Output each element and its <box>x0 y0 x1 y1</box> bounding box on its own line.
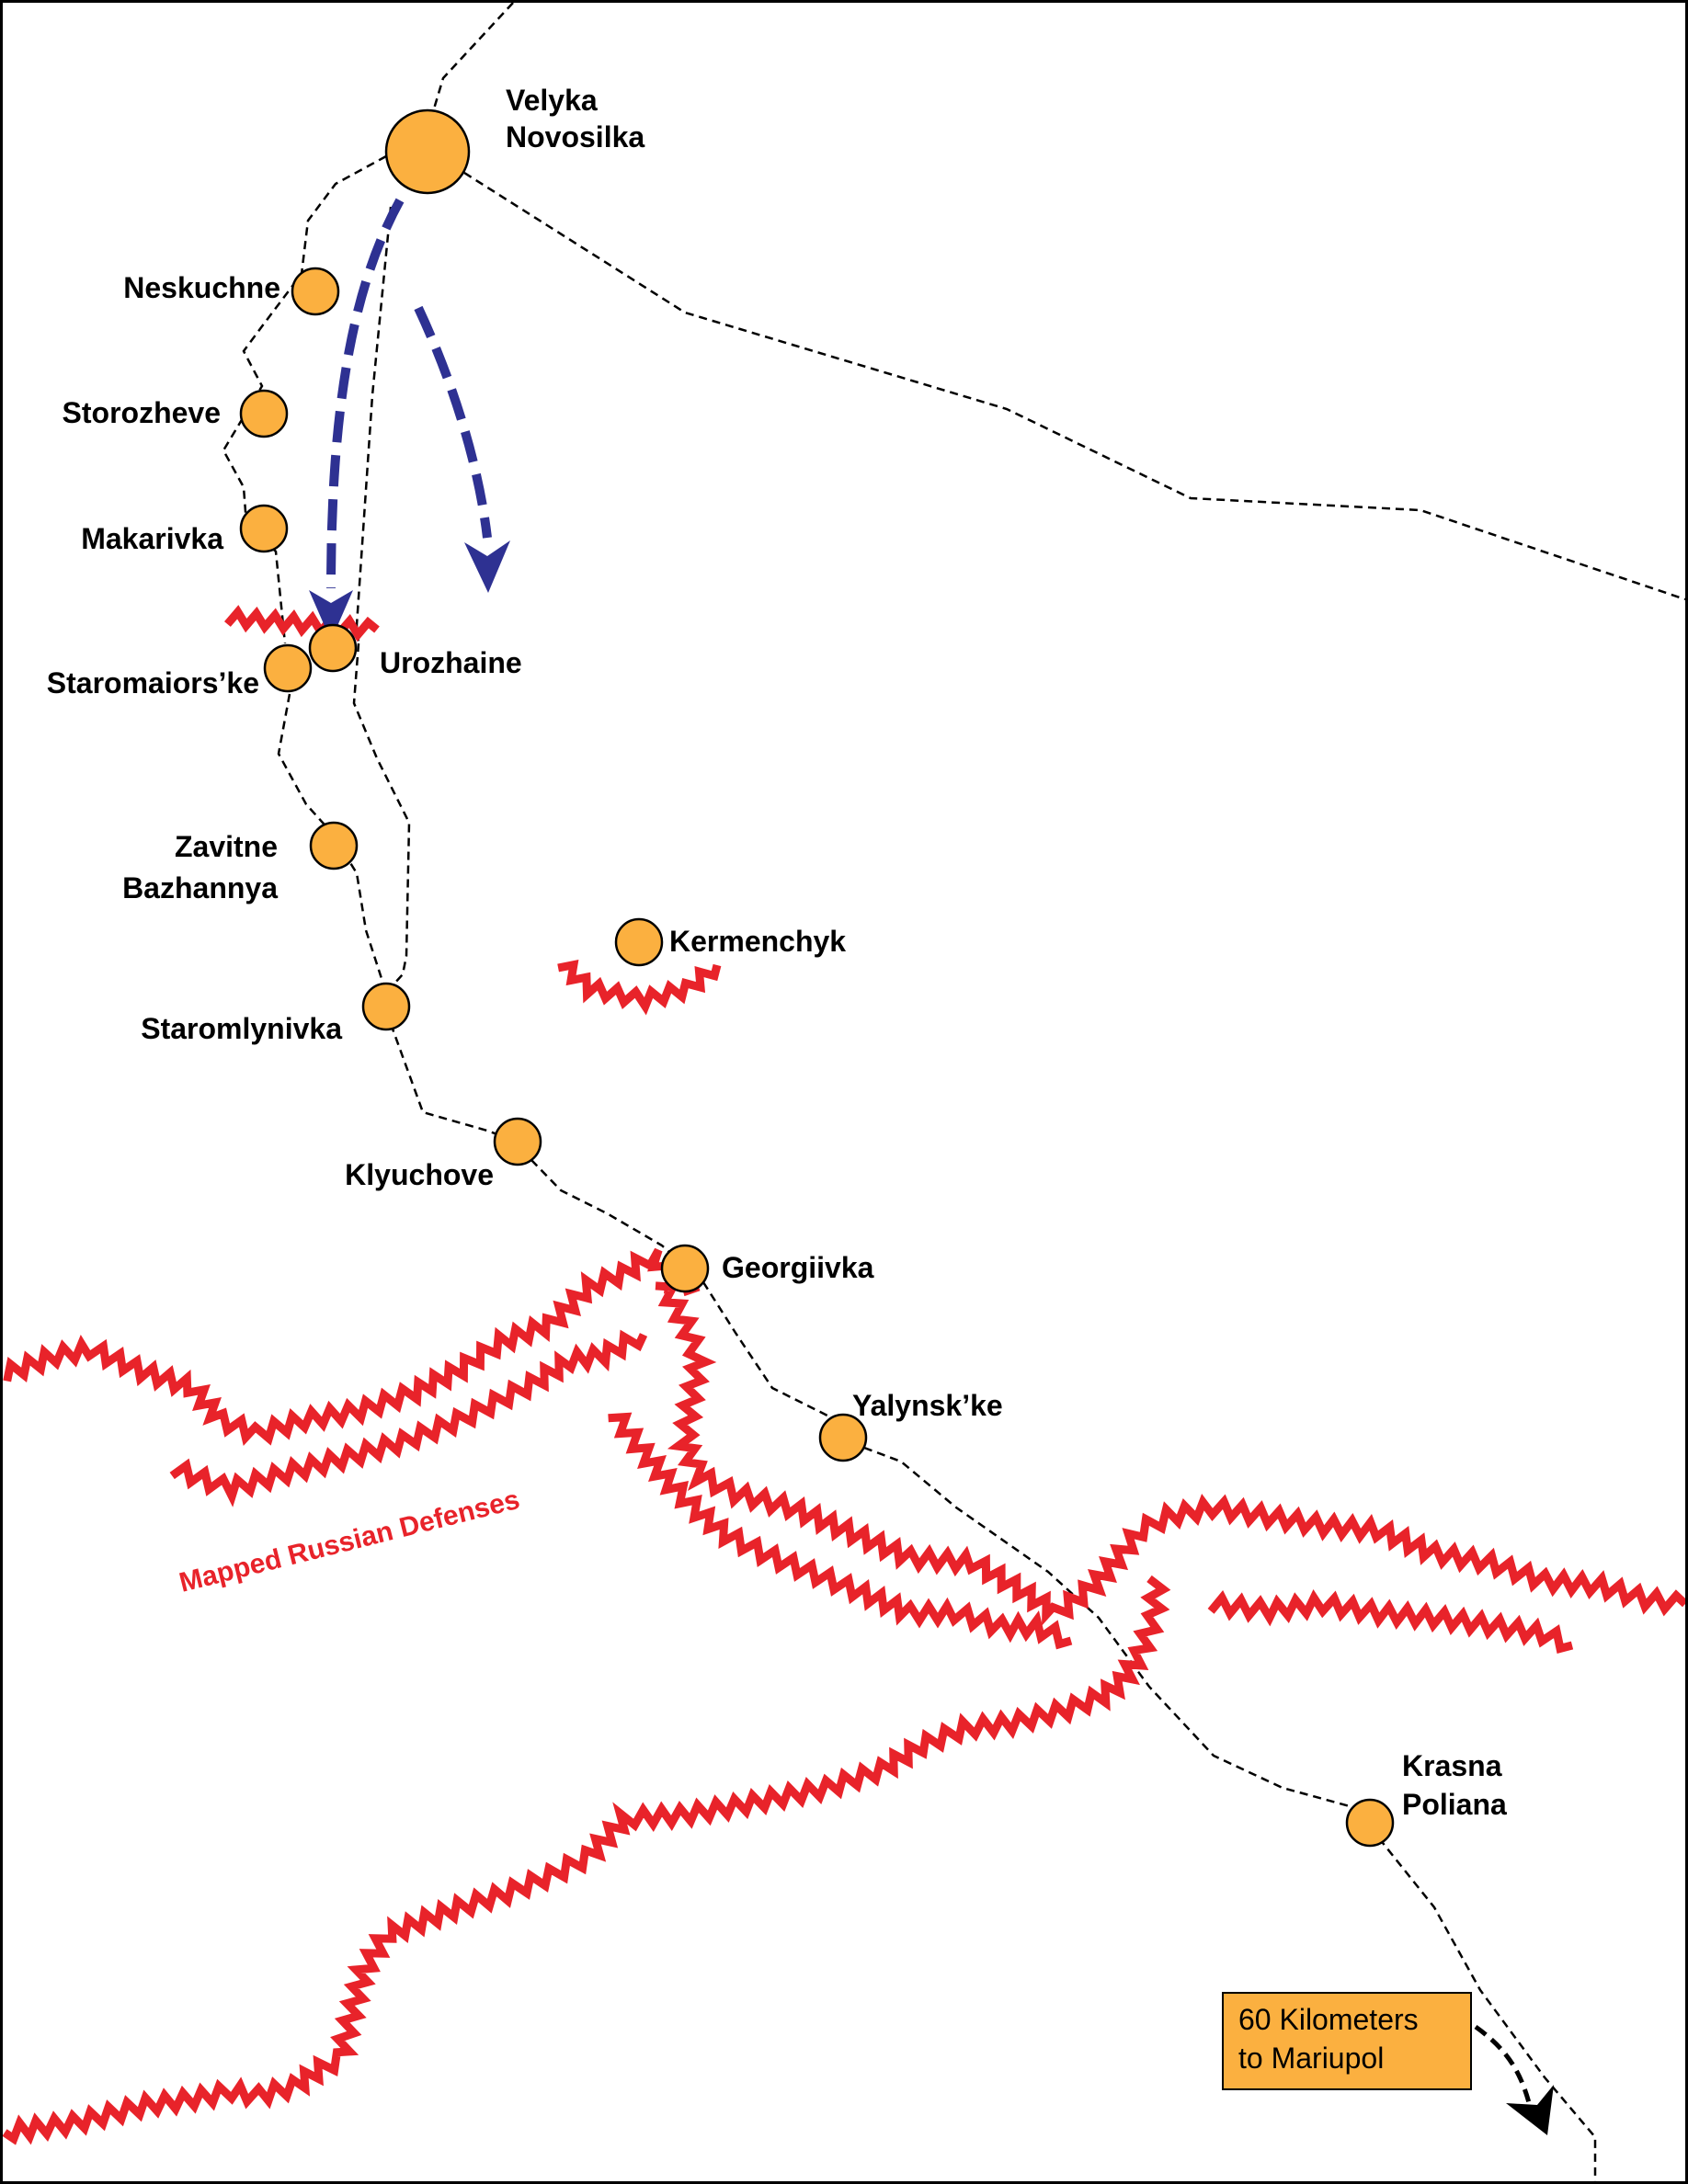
town-label: Staromlynivka <box>141 1012 342 1045</box>
town-marker <box>309 821 359 870</box>
town-label: Kermenchyk <box>669 925 846 958</box>
defense-line-yalynske-inner <box>608 1412 1073 1650</box>
town-label: Poliana <box>1402 1788 1507 1821</box>
town-label: Staromaiors’ke <box>47 666 259 700</box>
town-neskuchne: Neskuchne <box>123 267 340 316</box>
town-marker <box>1345 1798 1395 1848</box>
town-label: Krasna <box>1402 1749 1502 1782</box>
town-label: Zavitne <box>175 830 278 863</box>
town-yalynske: Yalynsk’ke <box>818 1389 1003 1462</box>
town-label: Novosilka <box>506 120 644 154</box>
defense-lines <box>3 605 1685 2145</box>
town-label: Velyka <box>506 84 598 117</box>
distance-note-arrow <box>1474 2024 1534 2110</box>
town-label: Yalynsk’ke <box>852 1389 1003 1422</box>
town-label: Klyuchove <box>345 1158 494 1191</box>
road-georgiivka-yalynske <box>701 1281 847 1427</box>
defense-line-kermenchyk <box>557 960 722 1016</box>
town-label: Storozheve <box>63 396 221 429</box>
town-label: Makarivka <box>81 522 223 555</box>
distance-note-box <box>1222 1992 1472 2090</box>
map-canvas: Mapped Russian Defenses VelykaNovosilkaN… <box>3 3 1685 2181</box>
town-staromlynivka: Staromlynivka <box>141 982 411 1045</box>
defense-line-georgiivka-south <box>655 1281 1685 1626</box>
distance-note: 60 Kilometers to Mariupol <box>1222 1992 1554 2135</box>
town-makarivka: Makarivka <box>81 504 289 555</box>
town-marker <box>818 1413 868 1462</box>
road-urozhaine-south <box>352 643 411 994</box>
road-north-exit <box>430 3 514 116</box>
town-staromaiorske: Staromaiors’ke <box>47 643 313 700</box>
town-label: Urozhaine <box>380 646 522 679</box>
town-storozheve: Storozheve <box>63 389 289 438</box>
distance-note-line-1: 60 Kilometers <box>1238 2003 1419 2036</box>
town-marker <box>239 504 289 553</box>
town-marker <box>239 389 289 438</box>
defense-line-south <box>3 1575 1171 2145</box>
town-marker <box>308 623 358 673</box>
town-marker <box>384 108 471 195</box>
arrow-down-icon <box>309 590 353 641</box>
town-klyuchove: Klyuchove <box>345 1117 542 1191</box>
town-marker <box>263 643 313 693</box>
arrow-down-right-icon <box>1506 2085 1554 2135</box>
defense-line-urozhaine <box>223 605 380 643</box>
town-urozhaine: Urozhaine <box>308 623 522 679</box>
road-velyka-south-branch <box>355 206 393 644</box>
advance-arrow-icon-west <box>326 198 405 589</box>
defenses-label: Mapped Russian Defenses <box>177 1484 523 1598</box>
defense-line-north-west <box>3 1247 701 1446</box>
arrow-down-icon <box>464 540 510 593</box>
town-kermenchyk: Kermenchyk <box>614 917 846 967</box>
town-label: Georgiivka <box>722 1251 874 1284</box>
town-marker <box>291 267 340 316</box>
towns-layer: VelykaNovosilkaNeskuchneStorozheveMakari… <box>47 84 1507 1848</box>
town-marker <box>361 982 411 1031</box>
defense-line-north-inner <box>169 1329 648 1507</box>
advance-arrow-icon-east <box>414 305 492 539</box>
town-georgiivka: Georgiivka <box>660 1244 874 1293</box>
road-staromlynivka-south <box>384 1010 518 1143</box>
road-krasna-south <box>1378 1837 1597 2181</box>
town-label: Neskuchne <box>123 271 280 304</box>
road-klyuchove-georgiivka <box>530 1159 689 1269</box>
town-marker <box>493 1117 542 1166</box>
road-velyka-west-branch <box>222 154 387 644</box>
road-yalynske-krasna <box>863 1446 1351 1808</box>
advance-arrows <box>326 198 492 589</box>
defense-line-east-inner <box>1207 1589 1574 1654</box>
town-label: Bazhannya <box>122 871 278 904</box>
road-network <box>222 3 1685 2181</box>
road-velyka-to-east <box>463 171 1685 601</box>
distance-note-line-2: to Mariupol <box>1238 2042 1384 2075</box>
town-marker <box>660 1244 710 1293</box>
town-marker <box>614 917 664 967</box>
